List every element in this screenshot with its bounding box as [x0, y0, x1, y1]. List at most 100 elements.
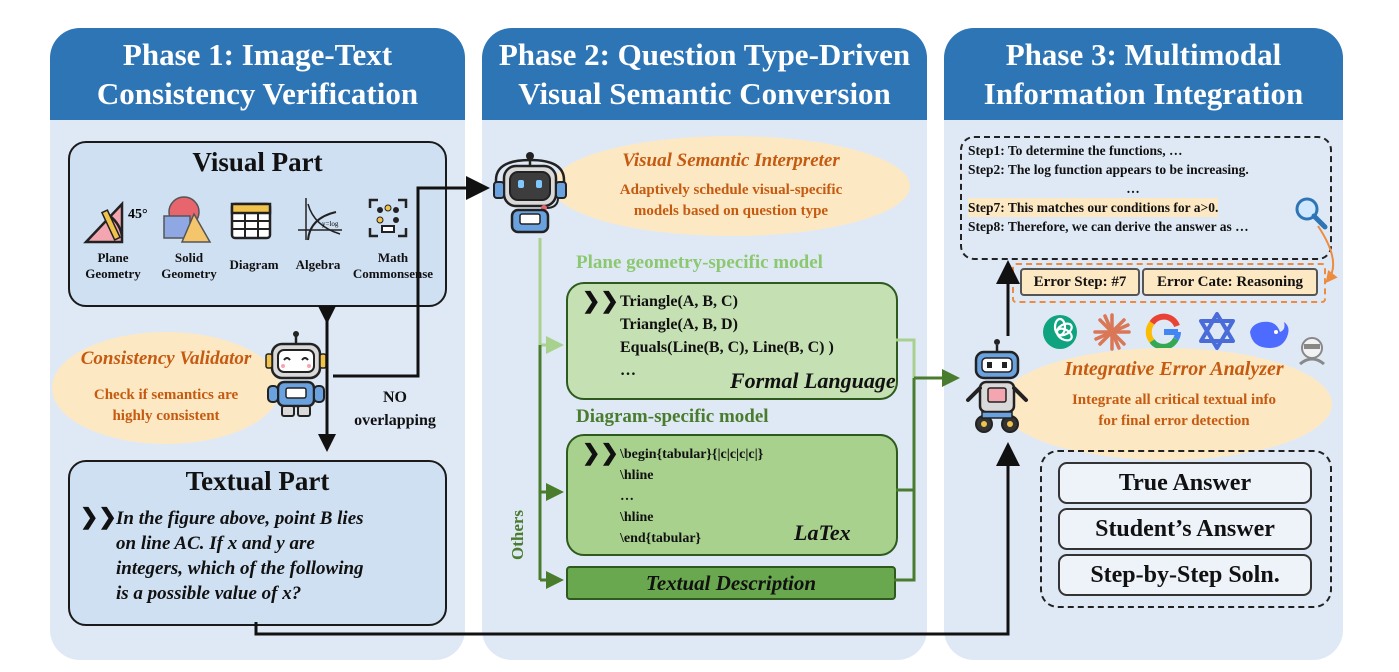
analyzer-desc: Integrate all critical textual info for …: [1016, 390, 1332, 432]
textual-description-box: Textual Description: [566, 566, 896, 600]
no-overlap-line: NO: [383, 389, 407, 406]
question-line: is a possible value of x?: [116, 583, 302, 604]
question-line: integers, which of the following: [116, 558, 364, 579]
step-line: Step8: Therefore, we can derive the answ…: [968, 219, 1249, 234]
consistency-validator-ellipse: [52, 332, 280, 444]
category-diagram: Diagram: [222, 257, 286, 273]
interpreter-desc-line: models based on question type: [633, 203, 829, 219]
interpreter-robot-icon: [493, 152, 567, 234]
formal-line: Equals(Line(B, C), Line(B, C) ): [620, 339, 834, 356]
question-line: In the figure above, point B lies: [116, 508, 364, 529]
question-line: on line AC. If x and y are: [116, 533, 315, 554]
textual-part-box: Textual Part: [68, 460, 447, 626]
math-commonsense-icon: [368, 198, 408, 238]
formal-language-box: [566, 282, 898, 400]
steps-list: Step1: To determine the functions, … Ste…: [968, 141, 1328, 236]
chevron-right-icon: ❯❯: [582, 440, 619, 465]
latex-label: LaTex: [794, 520, 851, 545]
category-plane-geometry: Plane Geometry: [72, 250, 154, 282]
step-line: Step2: The log function appears to be in…: [968, 162, 1249, 177]
phase2-title-line1: Phase 2: Question Type-Driven: [498, 37, 911, 72]
latex-lines: \begin{tabular}{|c|c|c|c|} \hline … \hli…: [620, 444, 763, 549]
latex-line: …: [620, 489, 634, 504]
category-label: Plane: [97, 250, 129, 265]
question-text: In the figure above, point B lies on lin…: [116, 506, 436, 606]
visual-semantic-interpreter-ellipse: [552, 136, 910, 236]
diagram-table-icon: [230, 202, 272, 240]
formal-line: …: [620, 362, 636, 379]
gemini-like-logo-icon: [1199, 312, 1235, 350]
interpreter-desc-line: Adaptively schedule visual-specific: [619, 182, 843, 198]
chevron-right-icon: ❯❯: [80, 504, 117, 529]
google-logo-icon: [1145, 313, 1181, 350]
category-label: Geometry: [85, 266, 141, 281]
no-overlapping-label: NO overlapping: [340, 386, 450, 432]
latex-line: \begin{tabular}{|c|c|c|c|}: [620, 447, 764, 462]
textual-part-title: Textual Part: [185, 466, 330, 496]
category-label: Commonsense: [352, 266, 434, 281]
analyzer-title: Integrative Error Analyzer: [1064, 358, 1284, 380]
plane-model-label: Plane geometry-specific model: [576, 252, 823, 273]
step-line: …: [1126, 181, 1140, 196]
no-overlap-line: overlapping: [354, 412, 436, 429]
deepseek-logo-icon: [1250, 321, 1289, 348]
phase1-title-line2: Consistency Verification: [96, 76, 419, 111]
category-label: Solid: [174, 250, 204, 265]
student-answer-box: Student’s Answer: [1058, 508, 1312, 550]
interpreter-desc: Adaptively schedule visual-specific mode…: [552, 180, 910, 222]
latex-box: [566, 434, 898, 556]
chevron-right-icon: ❯❯: [582, 288, 619, 313]
phase2-header: Phase 2: Question Type-Driven Visual Sem…: [482, 28, 927, 120]
diagram-model-label: Diagram-specific model: [576, 406, 769, 427]
angle-label: 45°: [128, 207, 148, 222]
true-answer-box: True Answer: [1058, 462, 1312, 504]
formal-language-label: Formal Language: [730, 368, 896, 393]
step-line: Step1: To determine the functions, …: [968, 143, 1183, 158]
category-label: Diagram: [229, 257, 279, 272]
other-model-logo-icon: [1299, 337, 1325, 366]
answers-box: [1040, 450, 1332, 608]
visual-part-title: Visual Part: [192, 147, 323, 177]
consistency-validator-desc: Check if semantics are highly consistent: [52, 385, 280, 427]
latex-line: \end{tabular}: [620, 531, 702, 546]
step-line-highlighted: Step7: This matches our conditions for a…: [968, 198, 1219, 217]
category-label: Geometry: [161, 266, 217, 281]
error-step-badge: Error Step: #7: [1020, 268, 1140, 296]
algebra-graph-icon: y=log: [298, 198, 342, 241]
category-math-commonsense: Math Commonsense: [346, 250, 440, 282]
plane-geometry-icon: 45°: [83, 200, 148, 244]
validator-desc-line: highly consistent: [112, 408, 220, 424]
latex-line: \hline: [620, 510, 654, 525]
phase3-header: Phase 3: Multimodal Information Integrat…: [944, 28, 1343, 120]
category-label: Math: [377, 250, 409, 265]
phase1-header: Phase 1: Image-Text Consistency Verifica…: [50, 28, 465, 120]
magnifier-icon: [1295, 197, 1328, 230]
latex-line: \hline: [620, 468, 654, 483]
phase3-title-line1: Phase 3: Multimodal: [1005, 37, 1282, 72]
interpreter-title: Visual Semantic Interpreter: [622, 150, 840, 171]
analyzer-desc-line: for final error detection: [1098, 413, 1250, 429]
analyzer-robot-icon: [966, 339, 1028, 433]
openai-logo-icon: [1043, 315, 1077, 349]
category-label: Algebra: [295, 257, 341, 272]
category-solid-geometry: Solid Geometry: [150, 250, 228, 282]
formal-line: Triangle(A, B, D): [620, 316, 738, 333]
integrative-error-analyzer-ellipse: [1000, 348, 1332, 460]
steps-box: [960, 136, 1332, 260]
analyzer-desc-line: Integrate all critical textual info: [1071, 392, 1277, 408]
graph-label: y=log: [322, 220, 339, 228]
phase1-title-line1: Phase 1: Image-Text: [122, 37, 393, 72]
error-cate-badge: Error Cate: Reasoning: [1142, 268, 1318, 296]
validator-robot-icon: [265, 331, 327, 417]
validator-desc-line: Check if semantics are: [93, 387, 239, 403]
phase2-title-line2: Visual Semantic Conversion: [518, 76, 891, 111]
consistency-validator-title: Consistency Validator: [80, 348, 252, 369]
solid-geometry-icon: [163, 196, 212, 243]
formal-line: Triangle(A, B, C): [620, 293, 738, 310]
formal-language-lines: Triangle(A, B, C) Triangle(A, B, D) Equa…: [620, 290, 834, 382]
phase3-title-line2: Information Integration: [983, 76, 1304, 111]
category-algebra: Algebra: [288, 257, 348, 273]
others-label: Others: [508, 509, 527, 560]
step-by-step-soln-box: Step-by-Step Soln.: [1058, 554, 1312, 596]
claude-logo-icon: [1093, 313, 1131, 351]
